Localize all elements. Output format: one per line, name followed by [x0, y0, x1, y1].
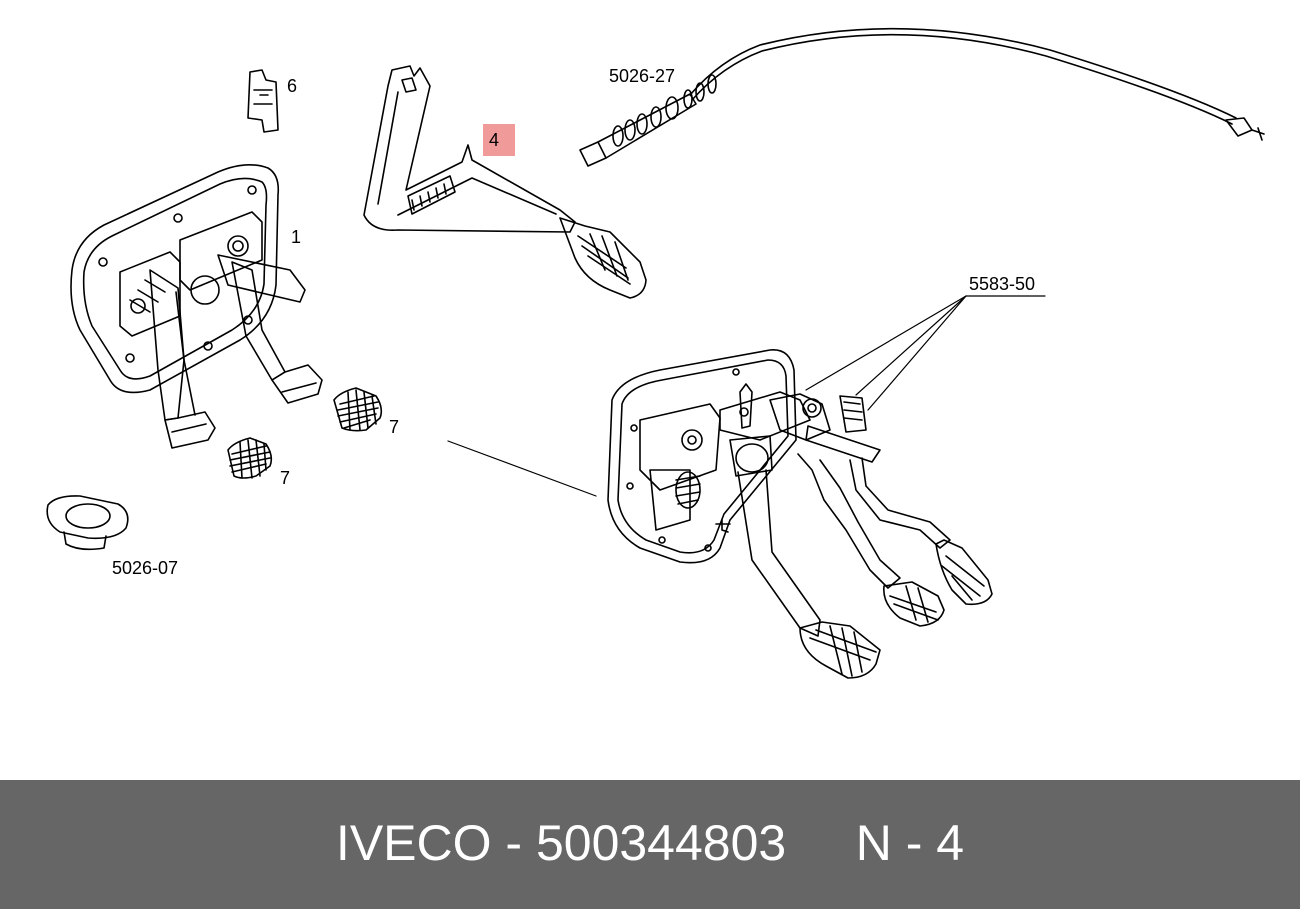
callout-1: 1: [291, 227, 302, 247]
clutch-pedal-drawing: [363, 65, 647, 299]
footer-caption: IVECO - 500344803 N - 4: [0, 818, 1300, 868]
part-number: 500344803: [535, 815, 787, 871]
parts-diagram: 6 1 4 7 7 5026-27 5583-50 5026-07: [46, 27, 1265, 679]
pedal-pad-drawing-a: [333, 387, 383, 432]
footer-bar: IVECO - 500344803 N - 4: [0, 780, 1300, 909]
callout-5026-07: 5026-07: [112, 558, 179, 578]
callout-6: 6: [287, 76, 298, 96]
callout-5583-50: 5583-50: [969, 274, 1036, 294]
leader-lines: [447, 295, 1046, 497]
callout-7a: 7: [389, 417, 400, 437]
callout-5026-27: 5026-27: [609, 66, 676, 86]
callout-7b: 7: [280, 468, 291, 488]
clip-bracket-drawing: [247, 69, 279, 133]
pedal-assembly-drawing: [607, 349, 993, 679]
spacer: [786, 815, 855, 871]
grommet-drawing: [46, 495, 129, 551]
cable-drawing: [579, 27, 1265, 167]
pedal-pad-drawing-b: [227, 437, 273, 479]
callout-4: 4: [489, 130, 500, 150]
position-letter: N: [855, 815, 892, 871]
brand-name: IVECO: [335, 815, 492, 871]
position-number: 4: [936, 815, 965, 871]
part-4-highlight: [483, 124, 515, 156]
separator: -: [891, 815, 937, 871]
pedal-box-drawing: [70, 164, 323, 449]
separator: -: [491, 815, 536, 871]
